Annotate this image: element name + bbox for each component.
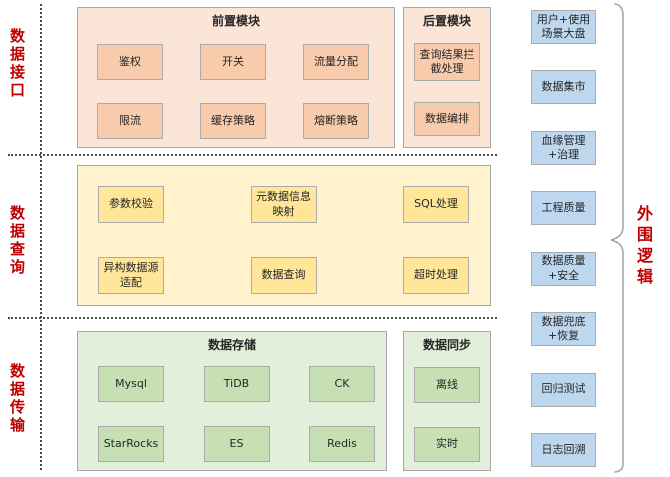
section-label-data-transfer: 数据传输	[8, 363, 26, 435]
box-lineage-governance: 血缘管理 +治理	[531, 130, 596, 165]
box-rate-limit: 限流	[97, 103, 163, 139]
box-param-validation: 参数校验	[98, 186, 164, 223]
box-engineering-quality: 工程质量	[531, 191, 596, 226]
box-auth: 鉴权	[97, 44, 163, 80]
box-data-quality-security: 数据质量 +安全	[531, 251, 596, 286]
box-circuit-break-strategy: 熔断策略	[303, 103, 369, 139]
box-data-mart: 数据集市	[531, 70, 596, 105]
box-tidb: TiDB	[203, 366, 270, 402]
box-data-orchestration: 数据编排	[414, 102, 480, 136]
sync-module-title: 数据同步	[422, 338, 471, 352]
box-switch: 开关	[200, 44, 266, 80]
post-module-container: 后置模块 查询结果拦 截处理 数据编排	[403, 7, 491, 148]
section-label-data-query: 数据查询	[8, 205, 26, 277]
box-offline: 离线	[414, 367, 480, 403]
box-timeout-handling: 超时处理	[403, 257, 469, 294]
box-result-intercept: 查询结果拦 截处理	[414, 43, 480, 81]
box-realtime: 实时	[414, 427, 480, 462]
box-starrocks: StarRocks	[98, 426, 164, 462]
horizontal-divider-2	[8, 317, 497, 319]
post-module-title: 后置模块	[422, 14, 471, 28]
box-cache-strategy: 缓存策略	[200, 103, 266, 139]
peripheral-column: 用户+使用 场景大盘 数据集市 血缘管理 +治理 工程质量 数据质量 +安全 数…	[531, 10, 596, 467]
box-redis: Redis	[309, 426, 375, 462]
horizontal-divider-1	[8, 154, 497, 156]
sync-module-container: 数据同步 离线 实时	[403, 331, 491, 471]
box-log-replay: 日志回溯	[531, 432, 596, 467]
box-es: ES	[203, 426, 270, 462]
storage-module-container: 数据存储 Mysql TiDB CK StarRocks ES Redis	[77, 331, 387, 471]
query-module-container: 参数校验 元数据信息 映射 SQL处理 异构数据源 适配 数据查询 超时处理	[77, 165, 491, 306]
box-sql-processing: SQL处理	[403, 186, 469, 223]
front-module-container: 前置模块 鉴权 开关 流量分配 限流 缓存策略 熔断策略	[77, 7, 395, 148]
vertical-divider	[40, 4, 42, 470]
box-traffic-allocation: 流量分配	[303, 44, 369, 80]
grouping-brace	[610, 3, 624, 473]
box-ck: CK	[309, 366, 375, 402]
box-mysql: Mysql	[98, 366, 164, 402]
box-data-query: 数据查询	[250, 257, 317, 294]
box-regression-test: 回归测试	[531, 372, 596, 407]
front-module-title: 前置模块	[211, 14, 260, 28]
storage-module-title: 数据存储	[207, 338, 256, 352]
box-heterogeneous-source-adapter: 异构数据源 适配	[98, 257, 164, 294]
section-label-peripheral-logic: 外围逻辑	[634, 205, 653, 289]
box-metadata-mapping: 元数据信息 映射	[250, 186, 317, 223]
box-user-scene-dashboard: 用户+使用 场景大盘	[531, 10, 596, 44]
section-label-data-interface: 数据接口	[8, 28, 26, 100]
box-data-fallback-recovery: 数据兜底 +恢复	[531, 312, 596, 347]
